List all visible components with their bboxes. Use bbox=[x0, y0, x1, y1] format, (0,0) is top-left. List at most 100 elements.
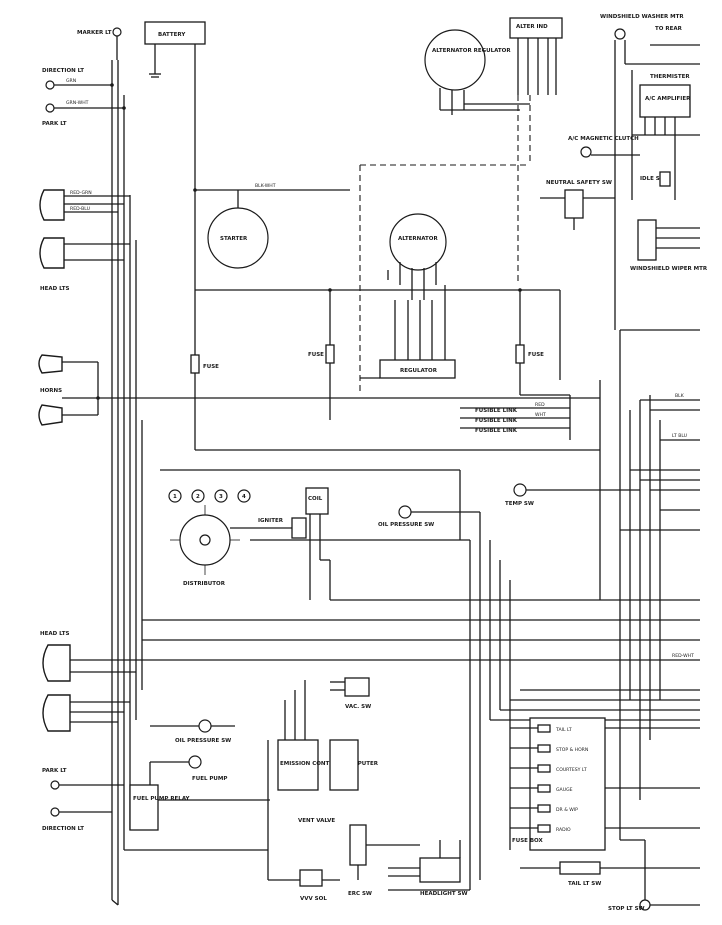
fuse-dr-wip-label: DR & WIP bbox=[556, 807, 578, 813]
fuel-pump-label: FUEL PUMP bbox=[192, 776, 227, 782]
alter-ind-assembly: ALTER IND bbox=[509, 17, 563, 95]
direction-lt-bulb-icon bbox=[45, 80, 55, 90]
alternator-regulator-label: ALTERNATOR REGULATOR bbox=[432, 48, 511, 54]
stop-lt-sw-label: STOP LT SW bbox=[608, 906, 645, 912]
fusible-link-label-2: FUSIBLE LINK bbox=[475, 418, 518, 424]
ac-amplifier-label: A/C AMPLIFIER bbox=[645, 96, 691, 102]
alternator-regulator-assembly: ALTERNATOR REGULATOR bbox=[424, 29, 530, 115]
igniter-label: IGNITER bbox=[258, 518, 284, 524]
wiper-motor-box bbox=[637, 219, 657, 261]
neutral-safety-sw-assembly: NEUTRAL SAFETY SW bbox=[540, 180, 615, 230]
alter-ind-label: ALTER IND bbox=[516, 24, 548, 30]
right-harness: BLK LT BLU RED-WHT bbox=[142, 329, 700, 840]
alternator-icon bbox=[389, 213, 447, 271]
fuel-pump-relay-label: FUEL PUMP RELAY bbox=[133, 796, 191, 802]
idle-sol-label: IDLE SOL bbox=[640, 176, 668, 182]
horn-2-icon bbox=[38, 404, 63, 426]
wire-label-red-wht: RED-WHT bbox=[672, 653, 694, 659]
fusible-link-label-3: FUSIBLE LINK bbox=[475, 428, 518, 434]
washer-motor-assembly: WINDSHIELD WASHER MTR TO REAR bbox=[600, 14, 700, 330]
coil-label: COIL bbox=[308, 496, 323, 502]
wire-label-wht: WHT bbox=[535, 412, 546, 418]
cylinder-4-label: 4 bbox=[242, 494, 246, 500]
ac-clutch-assembly: A/C MAGNETIC CLUTCH bbox=[568, 136, 640, 158]
idle-sol-assembly: IDLE SOL bbox=[640, 171, 671, 187]
alternator-regulator-icon bbox=[424, 29, 486, 91]
head-lts-bottom-label: HEAD LTS bbox=[40, 631, 69, 637]
fuse-box-items: TAIL LT STOP & HORN COURTESY LT GAUGE DR… bbox=[537, 724, 588, 833]
ac-clutch-icon bbox=[580, 146, 592, 158]
park-lt-bulb-icon bbox=[45, 103, 55, 113]
stop-lt-sw-assembly: STOP LT SW bbox=[608, 840, 700, 912]
fuse-3-label: FUSE bbox=[528, 352, 544, 358]
cylinder-3-icon bbox=[214, 489, 228, 503]
wire-label-red: RED bbox=[535, 402, 545, 408]
fuse-radio-icon bbox=[537, 824, 551, 833]
head-lts-top-label: HEAD LTS bbox=[40, 286, 69, 292]
vac-sw-label: VAC. SW bbox=[345, 704, 371, 710]
park-lt-bottom-label: PARK LT bbox=[42, 768, 67, 774]
neutral-safety-sw-label: NEUTRAL SAFETY SW bbox=[546, 180, 612, 186]
emission-aux-box bbox=[329, 739, 359, 791]
fuse-stop-horn-label: STOP & HORN bbox=[556, 747, 588, 753]
wire-label-grn-wht: GRN-WHT bbox=[66, 100, 89, 106]
head-lts-top-assembly: HEAD LTS RED-GRN RED-BLU bbox=[39, 189, 130, 292]
headlamp-upper-1-icon bbox=[39, 189, 65, 221]
fuse-2-label: FUSE bbox=[308, 352, 324, 358]
wiper-motor-assembly: WINDSHIELD WIPER MTR bbox=[630, 219, 708, 272]
cylinder-1-icon bbox=[168, 489, 182, 503]
battery-box bbox=[144, 21, 206, 45]
regulator-label: REGULATOR bbox=[400, 368, 438, 374]
cylinder-4-icon bbox=[237, 489, 251, 503]
cylinder-2-label: 2 bbox=[196, 494, 200, 500]
temp-sw-assembly: TEMP SW bbox=[505, 483, 640, 507]
emission-computer-assembly: EMISSION CONTROL COMPUTER bbox=[267, 680, 379, 881]
oil-pressure-mid-assembly: OIL PRESSURE SW bbox=[378, 505, 480, 528]
tail-lt-sw-assembly: TAIL LT SW bbox=[520, 861, 700, 887]
igniter-coil-assembly: IGNITER COIL bbox=[160, 469, 470, 600]
wire-label-red-grn: RED-GRN bbox=[70, 190, 92, 196]
cylinder-2-icon bbox=[191, 489, 205, 503]
fuse-box-assembly: FUSE BOX TAIL LT STOP & HORN COURTESY LT… bbox=[510, 717, 700, 851]
headlight-sw-label: HEADLIGHT SW bbox=[420, 891, 468, 897]
horns-assembly: HORNS bbox=[38, 354, 600, 426]
washer-motor-label: WINDSHIELD WASHER MTR bbox=[600, 14, 684, 20]
wire-label-blk: BLK bbox=[675, 393, 685, 399]
fuse-1-label: FUSE bbox=[203, 364, 219, 370]
ac-amplifier-assembly: THERMISTER A/C AMPLIFIER bbox=[631, 70, 700, 200]
ac-amplifier-box bbox=[639, 84, 691, 118]
left-harness-trunks bbox=[111, 60, 143, 905]
dashed-harness bbox=[359, 95, 531, 395]
vent-valve-assembly: VENT VALVE VVV SOL bbox=[298, 818, 335, 902]
fuse-3-icon bbox=[515, 344, 525, 364]
fuse-tail-lt-label: TAIL LT bbox=[555, 727, 572, 733]
fuse-tail-lt-icon bbox=[537, 724, 551, 733]
wire-label-grn: GRN bbox=[66, 78, 76, 84]
fuse-gauge-icon bbox=[537, 784, 551, 793]
starter-assembly: STARTER bbox=[207, 190, 269, 269]
oil-pressure-sensor-mid-icon bbox=[398, 505, 412, 519]
coil-box bbox=[305, 487, 329, 515]
fuel-pump-relay-box bbox=[129, 784, 159, 831]
igniter-box bbox=[291, 517, 307, 539]
oil-pressure-sensor-bottom-icon bbox=[198, 719, 212, 733]
fusible-link-block: FUSIBLE LINK FUSIBLE LINK FUSIBLE LINK R… bbox=[195, 394, 600, 451]
cylinder-order: 1 2 3 4 bbox=[168, 489, 251, 503]
fusible-link-label-1: FUSIBLE LINK bbox=[475, 408, 518, 414]
battery-assembly: BATTERY BLK-WHT bbox=[144, 21, 350, 290]
fuse-courtesy-lt-label: COURTESY LT bbox=[556, 767, 587, 773]
fuse-1-icon bbox=[190, 354, 200, 374]
oil-pressure-mid-label: OIL PRESSURE SW bbox=[378, 522, 434, 528]
fuse-box-label: FUSE BOX bbox=[512, 838, 544, 844]
wire-label-lt-blu: LT BLU bbox=[672, 433, 687, 439]
erc-sw-assembly: ERC SW bbox=[348, 824, 420, 897]
vent-valve-label: VENT VALVE bbox=[298, 818, 335, 824]
washer-motor-icon bbox=[614, 28, 626, 40]
headlamp-lower-2-icon bbox=[42, 694, 71, 732]
vac-sw-box bbox=[344, 677, 370, 697]
tail-lt-sw-box bbox=[559, 861, 601, 875]
park-lt-top-label: PARK LT bbox=[42, 121, 67, 127]
starter-label: STARTER bbox=[220, 236, 248, 242]
cylinder-1-label: 1 bbox=[173, 494, 177, 500]
